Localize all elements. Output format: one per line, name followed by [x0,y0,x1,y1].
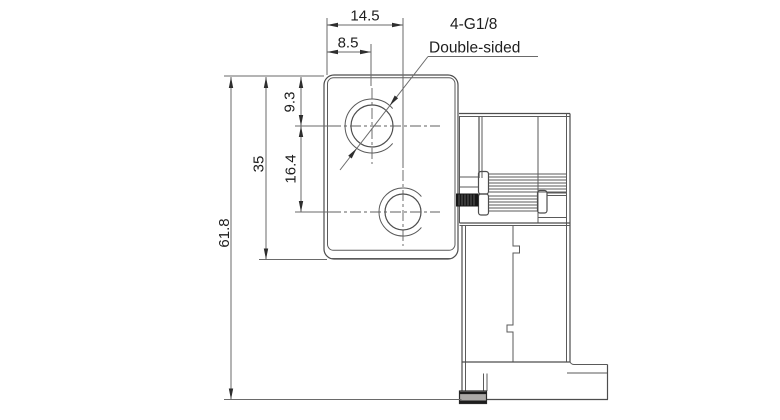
dimension-8-5: 8.5 [327,35,371,55]
base-block [458,361,609,405]
arrowhead-icon [298,201,304,212]
arrowhead-icon [298,126,304,137]
arrowhead-icon [327,22,338,28]
dimension-35: 35 [251,77,269,260]
body-outline-outer [323,74,459,260]
mounting-clip [458,390,488,405]
dimension-16-4: 16.4 [283,126,304,212]
dimension-9-3: 9.3 [282,77,304,126]
thread-callout: 4-G1/8 Double-sided [339,16,538,171]
thread-ridges [458,194,475,206]
arrowhead-icon [298,115,304,126]
arrowhead-icon [360,49,371,55]
dim-label-14-5: 14.5 [350,8,379,25]
callout-note: Double-sided [429,40,520,57]
arrowhead-icon [263,248,269,260]
fin-stack [489,173,566,212]
dimension-14-5: 14.5 [327,8,403,28]
threaded-stem [456,193,479,207]
dim-label-16-4: 16.4 [283,154,300,183]
stack-end-cap [477,193,490,216]
stack-end-cap [536,189,548,214]
arrowhead-icon [228,388,234,400]
dimension-61-8: 61.8 [216,77,234,400]
callout-thread-spec: 4-G1/8 [450,16,497,33]
dim-label-8-5: 8.5 [338,35,359,52]
front-view [323,74,459,260]
center-lines [330,88,440,246]
arrowhead-icon [389,95,399,106]
dim-label-61-8: 61.8 [216,218,233,247]
lower-body-seam [506,225,520,362]
arrowhead-icon [327,49,338,55]
body-outline-inner [327,77,456,251]
arrowhead-icon [228,77,234,88]
arrowhead-icon [348,148,357,159]
dim-label-9-3: 9.3 [282,92,299,113]
side-view [456,112,609,405]
dim-label-35: 35 [251,156,268,173]
arrowhead-icon [263,77,269,88]
arrowhead-icon [392,22,403,28]
arrowhead-icon [298,77,304,88]
stack-end-cap [477,170,490,195]
base-step-top [569,361,608,365]
